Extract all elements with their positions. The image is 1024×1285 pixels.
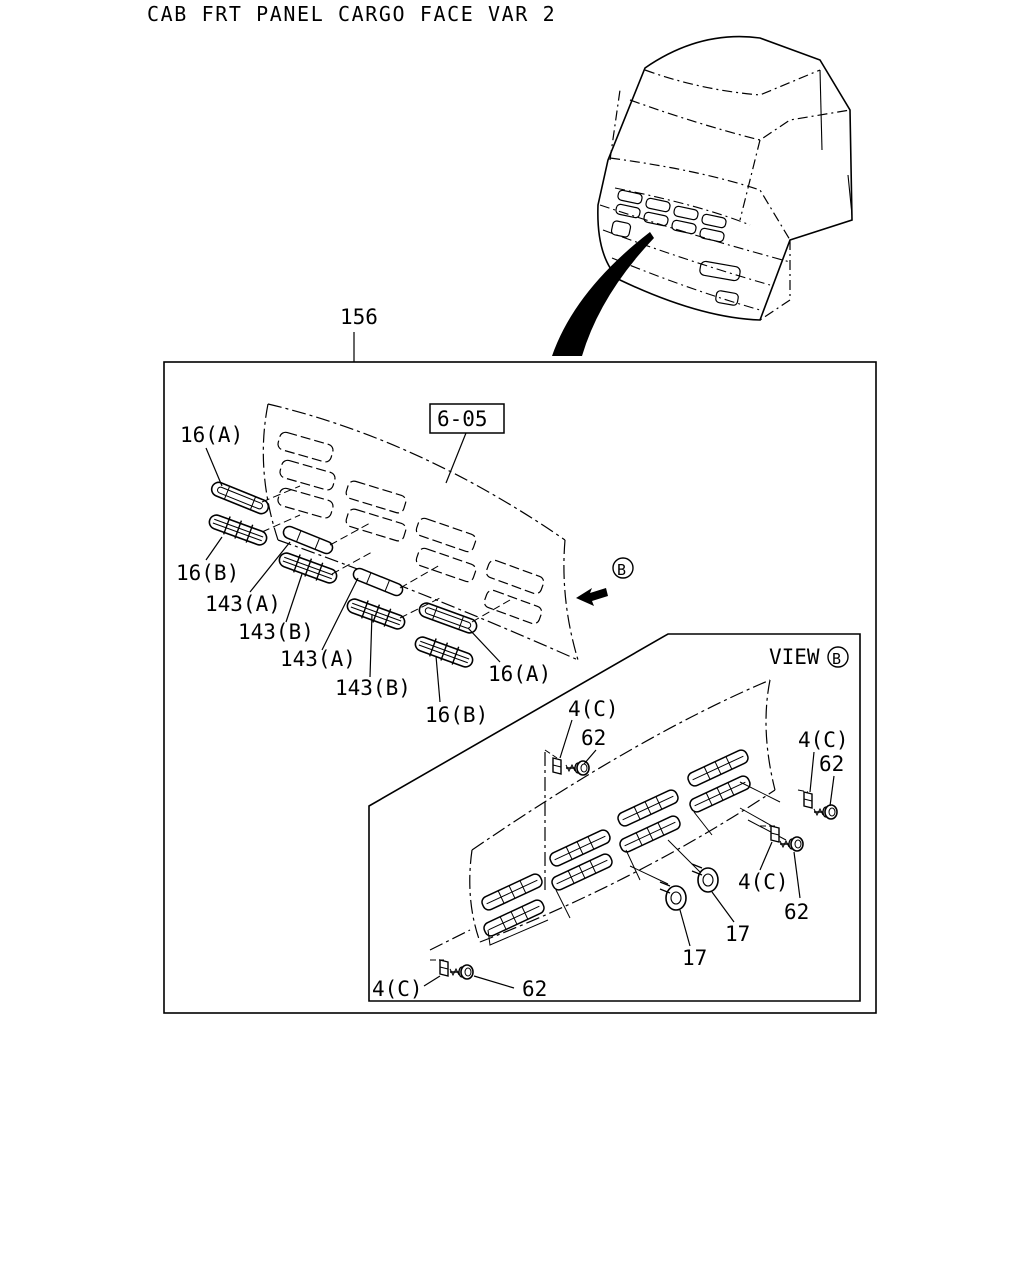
callout-62-top: 62	[581, 726, 606, 750]
reference-box	[429, 403, 505, 434]
view-marker-circle	[612, 557, 634, 579]
leader-lines-upper	[205, 447, 501, 703]
reference-box-label: 6-05	[437, 407, 488, 431]
grille-piece-16b-left	[205, 509, 271, 550]
callout-17-left: 17	[682, 946, 707, 970]
callout-143b-1: 143(B)	[238, 620, 314, 644]
view-b-frame	[368, 633, 861, 1002]
callout-17-right: 17	[725, 922, 750, 946]
view-b-label: VIEW	[769, 645, 820, 669]
view-b-marker-circle	[827, 646, 849, 668]
assembly-frame	[163, 361, 877, 1014]
clip-4c-right-top	[803, 791, 813, 809]
callout-4c-right-top: 4(C)	[798, 728, 849, 752]
clip-4c-right-mid	[770, 825, 780, 843]
pointer-arrow	[552, 232, 654, 356]
insert-143b-1	[275, 547, 341, 588]
leader-lines-view-b	[423, 719, 835, 989]
callout-62-right-top: 62	[819, 752, 844, 776]
callout-143a-1: 143(A)	[205, 592, 281, 616]
clip-4c-top	[552, 757, 562, 775]
callout-16a-left: 16(A)	[180, 423, 243, 447]
view-arrow	[576, 588, 608, 606]
callout-143a-2: 143(A)	[280, 647, 356, 671]
clip-4c-bottom	[439, 959, 449, 977]
callout-4c-right-mid: 4(C)	[738, 870, 789, 894]
callout-62-bottom: 62	[522, 977, 547, 1001]
grille-piece-16b-right	[411, 631, 477, 672]
callout-4c-bottom: 4(C)	[372, 977, 423, 1001]
view-b-marker-letter: B	[832, 650, 841, 668]
diagram-title: CAB FRT PANEL CARGO FACE VAR 2	[147, 2, 557, 26]
callout-16b-right: 16(B)	[425, 703, 488, 727]
insert-143a-2	[350, 565, 406, 599]
grille-panel-outline	[262, 403, 579, 661]
assembly-callout: 156	[340, 305, 378, 329]
grille-openings	[277, 431, 545, 625]
grille-piece-16a-left	[208, 479, 272, 517]
view-marker-letter: B	[617, 561, 626, 579]
callout-143b-2: 143(B)	[335, 676, 411, 700]
insert-143b-2	[343, 593, 409, 634]
callout-16b-left: 16(B)	[176, 561, 239, 585]
view-b-panel-outline	[429, 679, 776, 951]
view-b-bolt-axes	[430, 749, 809, 961]
callout-16a-right: 16(A)	[488, 662, 551, 686]
callout-62-right-mid: 62	[784, 900, 809, 924]
fitting-lines	[261, 485, 511, 623]
callout-4c-top: 4(C)	[568, 697, 619, 721]
truck-cab-illustration	[597, 35, 853, 321]
